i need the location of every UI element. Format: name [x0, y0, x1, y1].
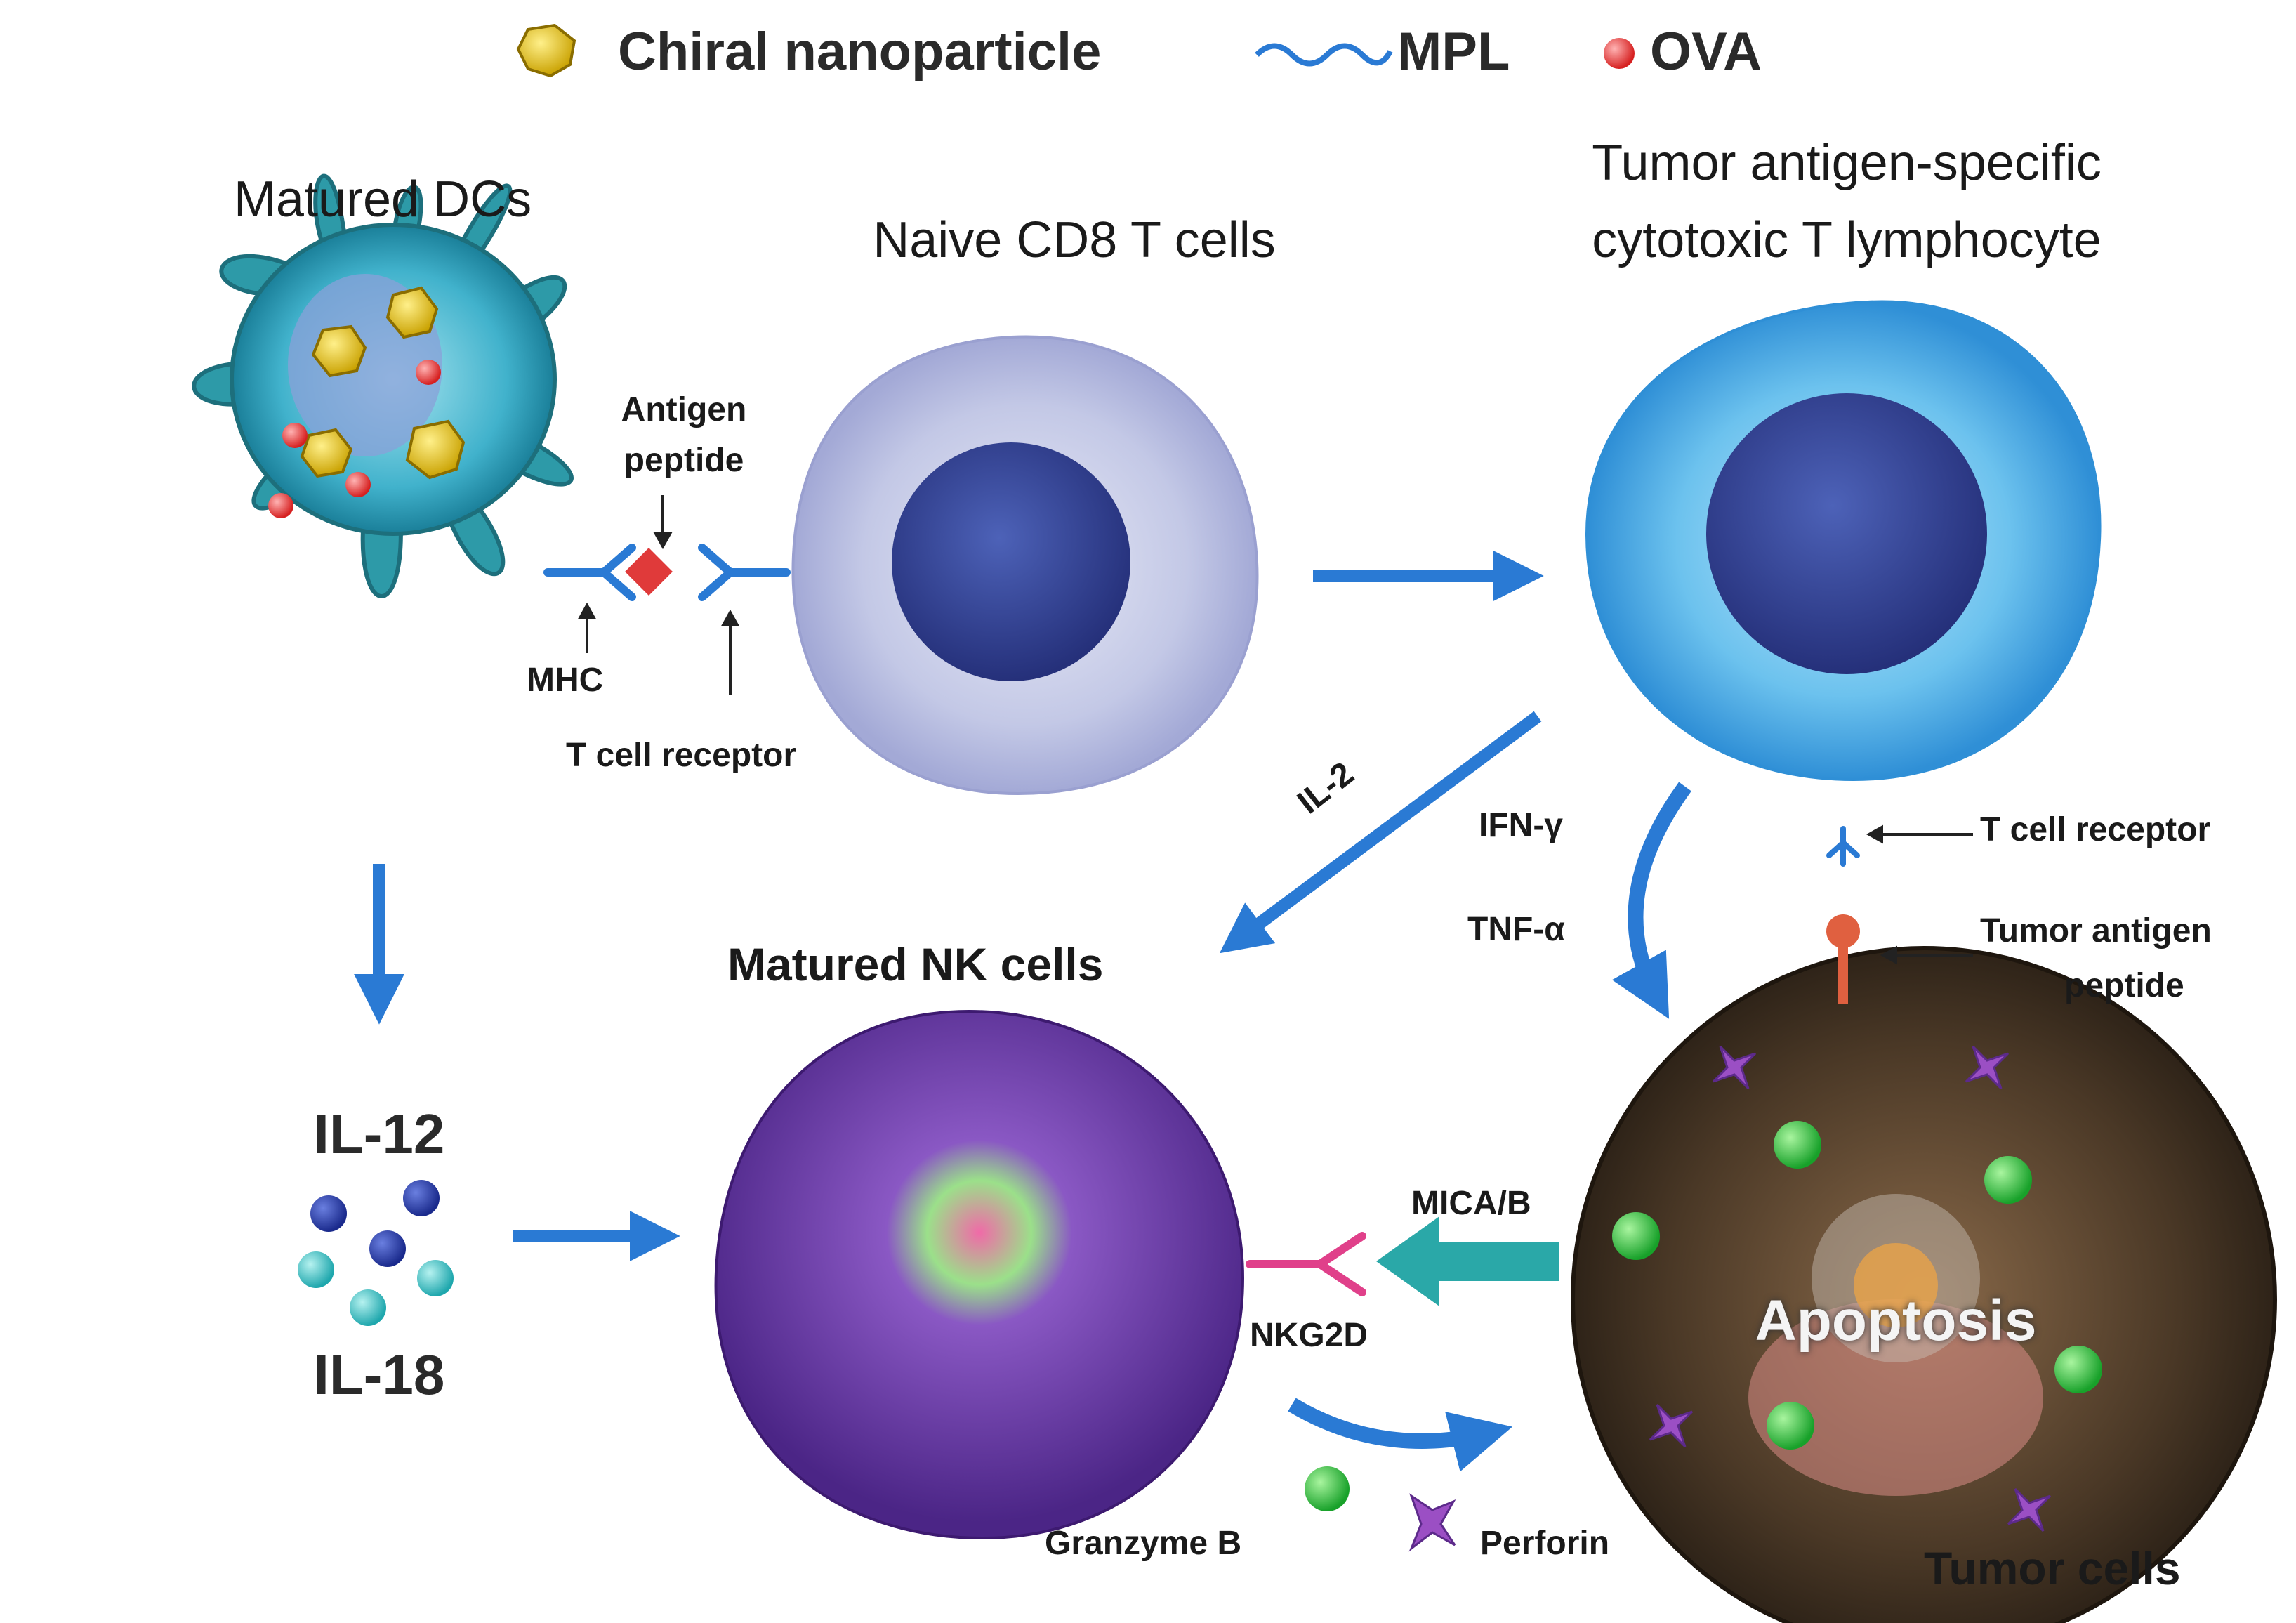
naive-cd8-label: Naive CD8 T cells — [873, 212, 1276, 268]
mpl-icon — [1255, 43, 1393, 67]
perforin-icon — [1408, 1493, 1456, 1552]
tcr-top-label: T cell receptor — [566, 737, 797, 774]
tumor-antigen-peptide-icon — [1826, 914, 1860, 1004]
dendritic-cell — [192, 173, 574, 598]
antigen-peptide-icon — [625, 548, 673, 596]
legend-mpl-label: MPL — [1397, 22, 1510, 81]
legend — [516, 23, 1635, 78]
mica-arrow — [1376, 1216, 1559, 1306]
ova-icon — [1604, 38, 1635, 69]
tumor-cell — [1571, 946, 2277, 1623]
antigen-label-line2: peptide — [624, 442, 744, 479]
il18-particles — [298, 1251, 454, 1326]
t-cell-receptor-right — [1826, 826, 1860, 867]
granzyme-icon — [1305, 1466, 1350, 1511]
pointer-lines-right — [1866, 824, 1973, 965]
perforin-label: Perforin — [1480, 1525, 1610, 1562]
il12-particles — [310, 1180, 440, 1267]
antigen-label-line1: Antigen — [621, 391, 747, 428]
pointer-lines-top — [577, 495, 740, 695]
mhc-label: MHC — [527, 662, 604, 699]
naive-cd8-t-cell — [791, 335, 1259, 796]
tcr-right-label: T cell receptor — [1980, 811, 2211, 848]
granzyme-label: Granzyme B — [1045, 1525, 1242, 1562]
il18-label: IL-18 — [313, 1343, 445, 1406]
t-cell-receptor-top — [698, 544, 791, 601]
il12-label: IL-12 — [313, 1103, 445, 1165]
cytotoxic-t-lymphocyte — [1585, 300, 2102, 782]
tumor-antigen-label-line2: peptide — [2064, 967, 2184, 1004]
nk-cell — [714, 1009, 1245, 1540]
matured-nk-label: Matured NK cells — [727, 938, 1104, 990]
ifn-gamma-label: IFN-γ — [1479, 807, 1563, 844]
chiral-nanoparticle-icon — [516, 23, 576, 78]
arrow-cytokines-to-tumor — [1611, 782, 1691, 1019]
arrow-nk-to-tumor — [1288, 1398, 1513, 1472]
legend-ova-label: OVA — [1650, 22, 1762, 81]
nkg2d-receptor — [1246, 1232, 1366, 1296]
mhc-receptor — [543, 544, 636, 601]
perforin-marks — [1649, 1045, 2052, 1532]
ctl-label-line1: Tumor antigen-specific — [1592, 135, 2102, 191]
nkg2d-label: NKG2D — [1250, 1317, 1368, 1354]
tumor-antigen-label-line1: Tumor antigen — [1980, 912, 2212, 950]
legend-nanoparticle-label: Chiral nanoparticle — [618, 22, 1102, 81]
tnf-alpha-label: TNF-α — [1467, 911, 1565, 948]
arrow-il2 — [1219, 711, 1542, 954]
ctl-label-line2: cytotoxic T lymphocyte — [1592, 212, 2102, 268]
mica-label: MICA/B — [1411, 1185, 1531, 1222]
matured-dcs-label: Matured DCs — [233, 171, 532, 228]
apoptosis-label: Apoptosis — [1755, 1289, 2037, 1353]
tumor-cells-label: Tumor cells — [1924, 1542, 2181, 1594]
